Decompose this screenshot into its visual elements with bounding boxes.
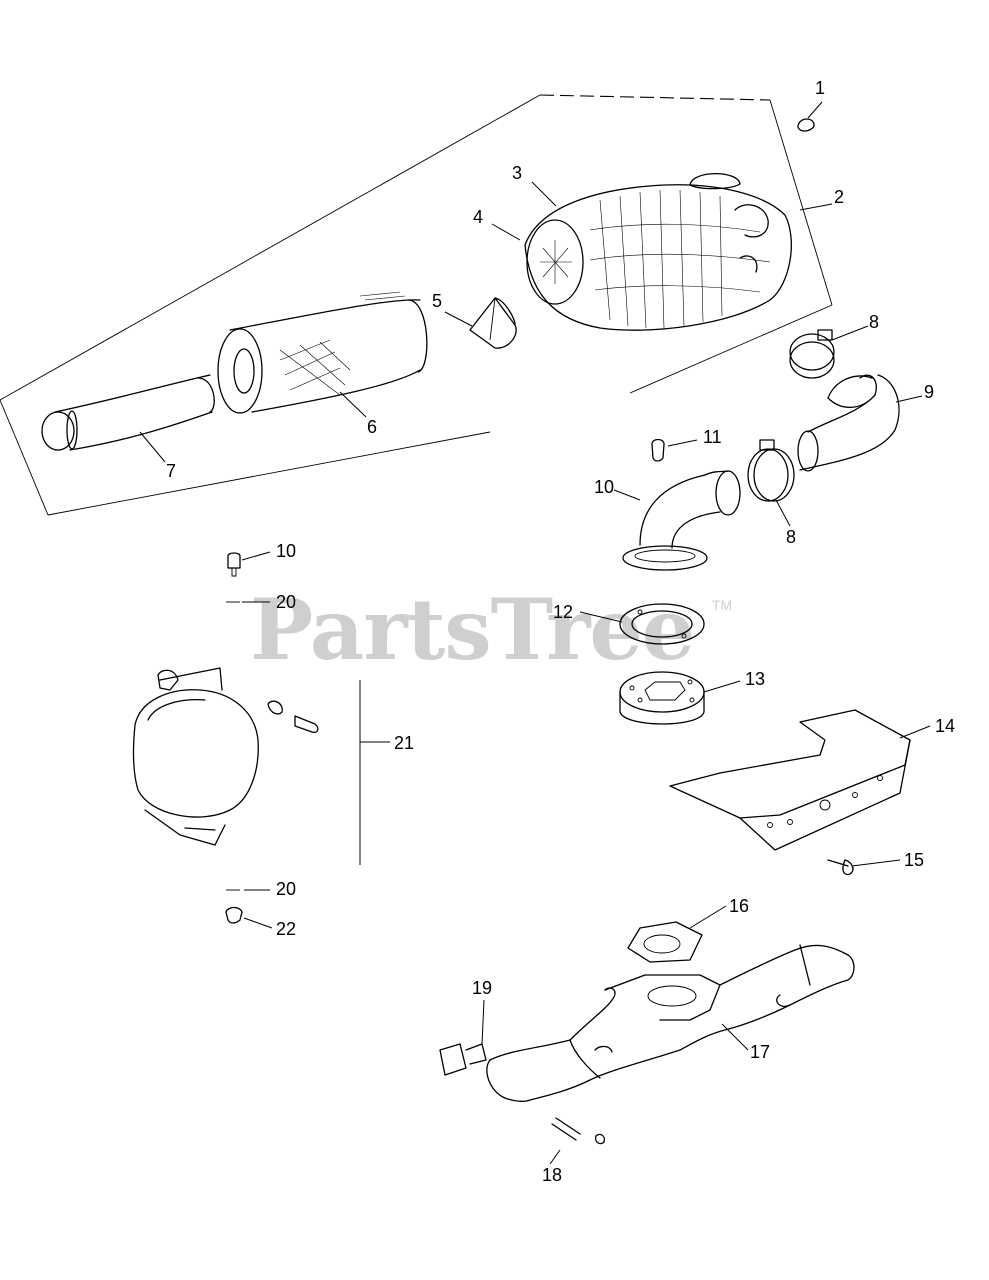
callout-5: 5: [432, 291, 443, 311]
callout-4: 4: [473, 207, 484, 227]
callout-16: 16: [729, 896, 750, 916]
part-10-bolt: [227, 552, 241, 577]
callout-21: 21: [394, 733, 415, 753]
part-8-hose-clamp-upper: [789, 329, 835, 379]
callout-13: 13: [745, 669, 766, 689]
part-1-nut: [797, 118, 815, 132]
callout-12: 12: [553, 602, 574, 622]
callout-6: 6: [367, 417, 378, 437]
callout-17: 17: [750, 1042, 771, 1062]
callout-10-left: 10: [276, 541, 297, 561]
part-18-stud: [551, 1117, 606, 1145]
callout-8-lower: 8: [786, 527, 797, 547]
callout-7: 7: [166, 461, 177, 481]
watermark-trademark: TM: [712, 597, 733, 613]
callout-20-upper: 20: [276, 592, 297, 612]
part-19-stud: [439, 1043, 487, 1076]
part-13-spacer: [619, 671, 705, 725]
part-5-valve: [469, 297, 517, 349]
callout-20-lower: 20: [276, 879, 297, 899]
callout-leaders: [139, 101, 931, 1165]
part-15-screw: [827, 859, 854, 876]
part-12-gasket: [619, 603, 705, 645]
callout-9: 9: [924, 382, 935, 402]
callout-1: 1: [815, 78, 826, 98]
part-7-inner-element: [41, 374, 215, 451]
part-22-nut: [225, 906, 243, 924]
callout-2: 2: [834, 187, 845, 207]
part-8-hose-clamp-lower: [747, 439, 795, 502]
part-6-filter-element: [217, 291, 428, 414]
callout-3: 3: [512, 163, 523, 183]
callout-10-right: 10: [594, 477, 615, 497]
part-9-elbow-hose: [797, 374, 900, 472]
part-16-exhaust-gasket: [627, 921, 703, 963]
part-10-elbow-adapter: [622, 470, 741, 571]
callout-11: 11: [703, 427, 722, 447]
part-14-bracket: [669, 709, 911, 851]
callout-15: 15: [904, 850, 925, 870]
part-3-air-cleaner-housing: [524, 173, 792, 331]
air-cleaner-assembly-outline: [0, 94, 833, 516]
part-21-clamp-strap: [132, 667, 390, 865]
callout-18: 18: [542, 1165, 563, 1185]
callout-19: 19: [472, 978, 493, 998]
callout-22: 22: [276, 919, 297, 939]
part-17-exhaust-manifold: [486, 944, 855, 1102]
callout-14: 14: [935, 716, 956, 736]
callout-8-upper: 8: [869, 312, 880, 332]
part-11-fitting: [651, 438, 665, 462]
